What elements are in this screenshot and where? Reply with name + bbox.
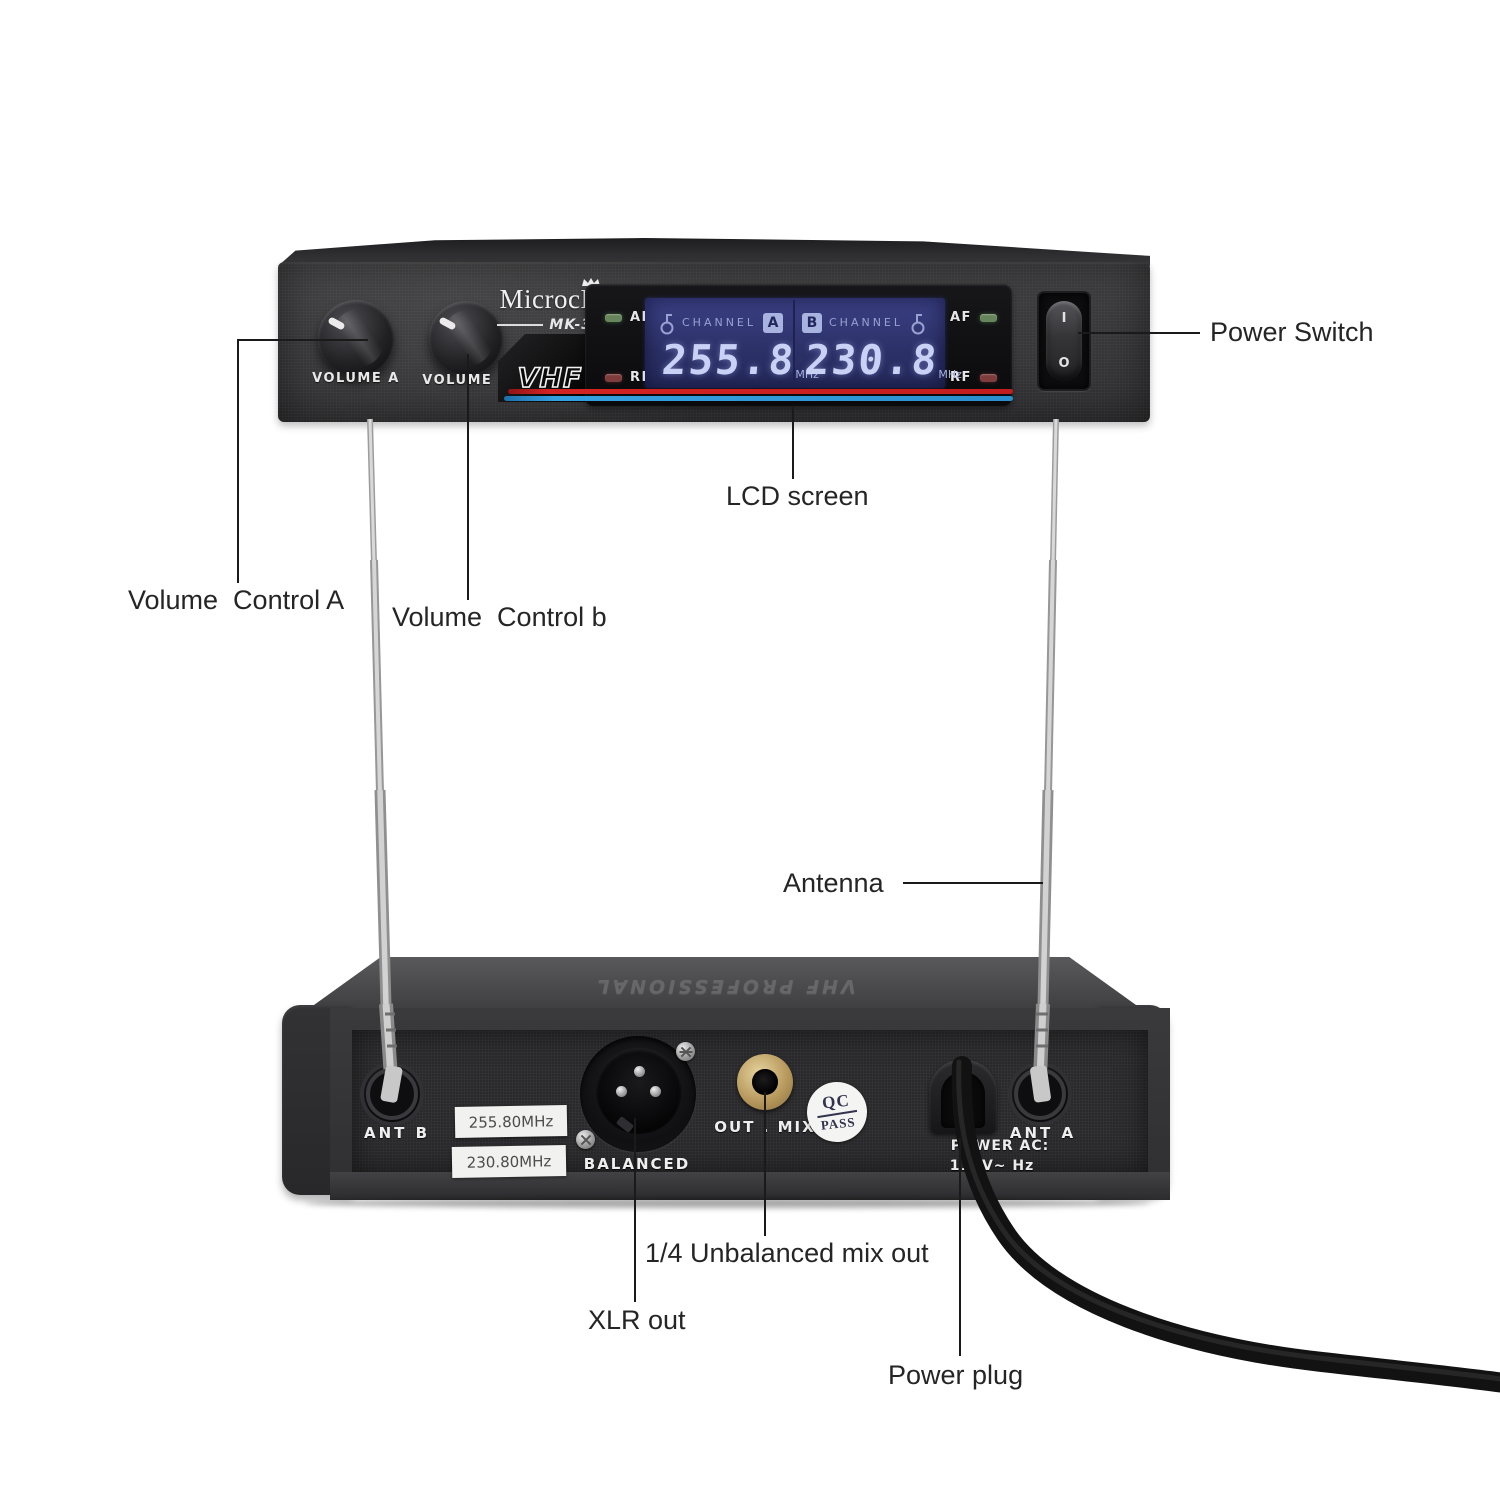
out-mix-caption: OUT . MIX — [714, 1118, 816, 1136]
callout-antenna: Antenna — [783, 868, 884, 898]
mix-out-jack-hole — [752, 1069, 778, 1095]
qc-text: QC — [821, 1090, 851, 1113]
lcd-screen — [645, 298, 945, 388]
callout-line-xlr-out — [634, 1118, 636, 1302]
ant-b-caption: ANT B — [363, 1124, 431, 1142]
antenna-a-mount — [1012, 1066, 1068, 1122]
channel-label-a: CHANNEL — [682, 316, 757, 329]
callout-line-volume-a — [238, 339, 368, 341]
callout-volume-b: Volume Control b — [392, 602, 607, 632]
af-led-left — [605, 314, 622, 322]
mic-icon — [660, 314, 674, 335]
channel-b-badge: B — [802, 312, 822, 333]
blue-accent-stripe — [504, 396, 1013, 401]
freq-a-digits: 255.8 — [659, 336, 798, 384]
lcd-freq-a: 255.8 MHz — [659, 336, 819, 384]
channel-label-b: CHANNEL — [829, 316, 904, 329]
callout-power-plug: Power plug — [888, 1360, 1024, 1390]
unit-shadow — [305, 1198, 1150, 1208]
freq-b-unit: MHz — [938, 368, 962, 381]
xlr-pin-top — [634, 1066, 645, 1077]
power-inlet-hole — [941, 1072, 985, 1128]
freq-b-digits: 230.8 — [802, 336, 941, 384]
receiver-top-surface: VHF PROFESSIONAL — [300, 957, 1150, 1015]
top-emboss-text: VHF PROFESSIONAL — [594, 975, 856, 997]
red-accent-stripe — [508, 389, 1013, 394]
lcd-freq-b: 230.8 MHz — [802, 336, 962, 384]
callout-lcd-screen: LCD screen — [726, 481, 869, 511]
callout-line-volume-b — [467, 354, 469, 600]
af-label-right: AF — [950, 310, 972, 325]
xlr-connector — [596, 1048, 682, 1134]
volume-b-caption: VOLUME B — [422, 373, 510, 388]
lcd-divider — [793, 300, 795, 386]
rf-label-right: RF — [950, 370, 972, 385]
callout-line-antenna — [903, 882, 1043, 884]
callout-line-power-switch — [1078, 332, 1200, 334]
volume-a-caption: VOLUME A — [312, 371, 400, 386]
lcd-channel-b-row: B CHANNEL — [802, 310, 937, 335]
antenna-b-mount — [364, 1066, 420, 1122]
screw-icon — [676, 1042, 695, 1061]
freq-a-unit: MHz — [795, 368, 819, 381]
ant-a-caption: ANT A — [1009, 1124, 1077, 1142]
callout-line-mix-out — [764, 1092, 766, 1236]
power-off-symbol: O — [1058, 356, 1070, 371]
power-on-symbol: I — [1061, 311, 1067, 326]
volume-knob-a — [318, 300, 394, 376]
power-caption-2: 110V~ Hz — [949, 1158, 1035, 1174]
power-switch: I O — [1046, 301, 1082, 381]
rf-led-left — [605, 374, 622, 382]
rf-led-right — [980, 374, 997, 382]
callout-line-power-plug — [959, 1138, 961, 1356]
callout-volume-a: Volume Control A — [128, 585, 345, 615]
xlr-pin-right — [650, 1086, 661, 1097]
model-underline — [497, 323, 544, 326]
mic-icon — [911, 314, 925, 335]
freq-sticker-1: 255.80MHz — [454, 1105, 568, 1138]
qc-pass-text: PASS — [820, 1113, 857, 1133]
xlr-pin-left — [616, 1086, 627, 1097]
callout-line-lcd — [792, 407, 794, 479]
lcd-channel-a-row: CHANNEL A — [660, 310, 790, 335]
balanced-caption: BALANCED — [583, 1155, 691, 1173]
knob-facet — [331, 309, 385, 367]
callout-mix-out: 1/4 Unbalanced mix out — [645, 1238, 929, 1268]
callout-xlr-out: XLR out — [588, 1305, 686, 1335]
freq-sticker-2: 230.80MHz — [451, 1145, 567, 1178]
callout-power-switch: Power Switch — [1210, 317, 1374, 347]
screw-icon — [576, 1130, 595, 1149]
callout-line-volume-a — [237, 339, 239, 583]
af-led-right — [980, 314, 997, 322]
channel-a-badge: A — [763, 312, 784, 333]
